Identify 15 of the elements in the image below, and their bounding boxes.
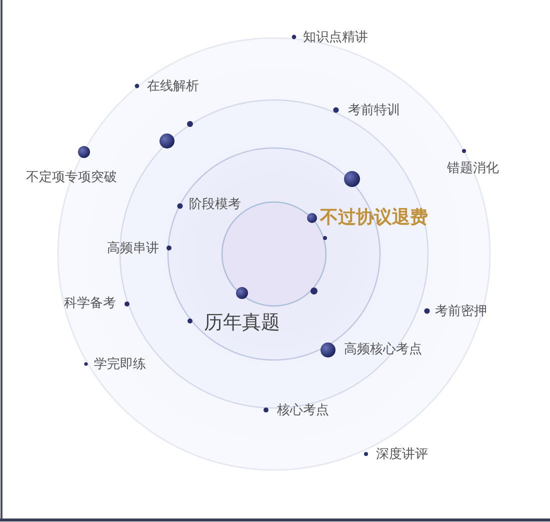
topic-label: 错题消化 [447,161,499,177]
topic-label: 核心考点 [277,403,329,419]
topic-label: 在线解析 [147,79,199,95]
topic-label: 考前特训 [348,103,400,119]
topic-label: 考前密押 [435,304,487,320]
topic-label: 高频串讲 [107,241,159,257]
topic-label: 高频核心考点 [344,342,422,358]
topic-label: 科学备考 [64,296,116,312]
highlight-label: 不过协议退费 [320,207,428,229]
topic-label: 历年真题 [204,312,280,334]
topic-label: 阶段模考 [189,197,241,213]
topic-label: 学完即练 [94,357,146,373]
topic-label: 不定项专项突破 [26,170,117,186]
topic-label: 深度讲评 [376,447,428,463]
topic-label: 知识点精讲 [303,30,368,46]
